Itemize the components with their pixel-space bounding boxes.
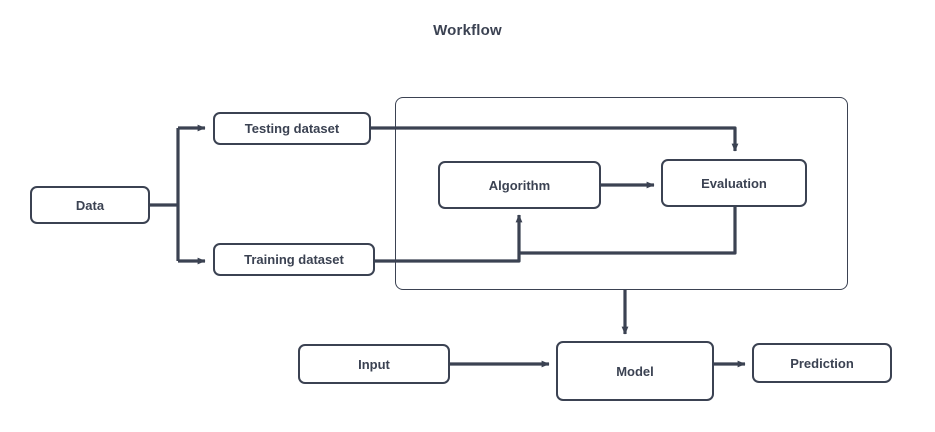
node-evaluation-label: Evaluation (701, 175, 767, 191)
node-input-label: Input (358, 356, 390, 372)
node-model-label: Model (616, 363, 654, 379)
edge-evaluation-feedback (519, 207, 737, 255)
node-data-label: Data (75, 197, 105, 213)
node-training-dataset[interactable]: Training dataset (213, 243, 375, 276)
node-model[interactable]: Model (556, 341, 714, 401)
node-algorithm[interactable]: Algorithm (438, 161, 601, 209)
page-title: Workflow (433, 22, 502, 39)
node-prediction[interactable]: Prediction (752, 343, 892, 383)
node-algorithm-label: Algorithm (488, 177, 551, 193)
node-training-dataset-label: Training dataset (244, 252, 344, 267)
node-prediction-label: Prediction (790, 355, 854, 371)
node-testing-dataset-label: Testing dataset (244, 121, 340, 136)
edge-testing-to-evaluation (371, 126, 739, 152)
node-data[interactable]: Data (30, 186, 150, 224)
training-loop-group (395, 97, 848, 290)
node-evaluation[interactable]: Evaluation (661, 159, 807, 207)
node-input[interactable]: Input (298, 344, 450, 384)
edge-training-to-algorithm (375, 214, 523, 263)
node-testing-dataset[interactable]: Testing dataset (213, 112, 371, 145)
